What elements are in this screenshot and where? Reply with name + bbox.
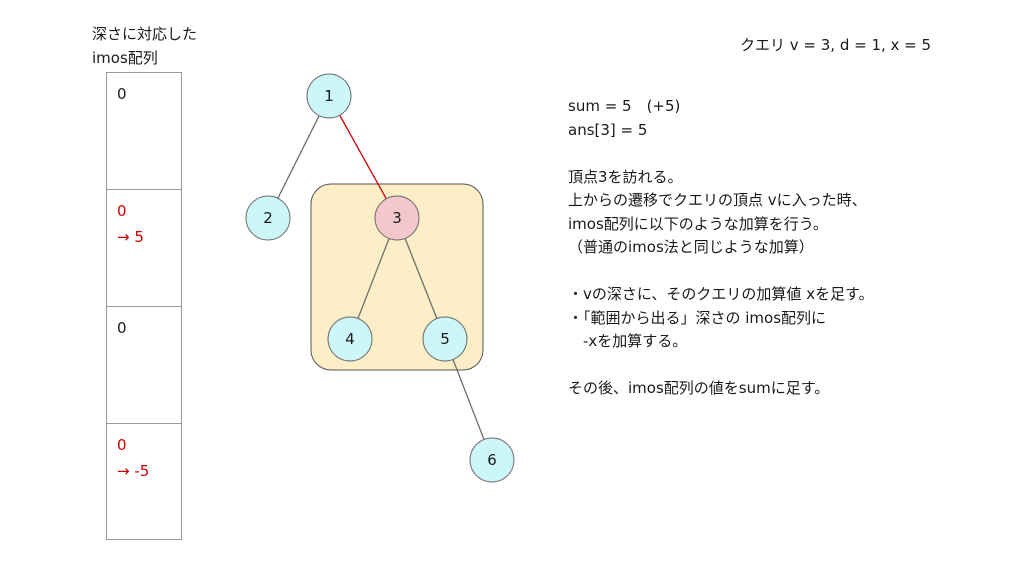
explanation-line: imos配列に以下のような加算を行う。 bbox=[568, 214, 828, 233]
explanation-line: ans[3] = 5 bbox=[568, 120, 648, 139]
explanation-line: （普通のimos法と同じような加算） bbox=[568, 238, 814, 256]
tree-node-1: 1 bbox=[306, 73, 352, 119]
explanation-block: sum = 5 (+5) ans[3] = 5 頂点3を訪れる。 上からの遷移で… bbox=[568, 95, 874, 401]
imos-cell-depth-0: 0 bbox=[107, 73, 181, 190]
tree-node-6: 6 bbox=[469, 437, 515, 483]
explanation-line: 上からの遷移でクエリの頂点 vに入った時、 bbox=[568, 191, 867, 209]
tree-edge-1-2 bbox=[267, 95, 330, 219]
tree-node-circle bbox=[469, 437, 515, 483]
imos-array-label: 深さに対応した imos配列 bbox=[92, 22, 197, 70]
tree-node-label: 1 bbox=[324, 87, 334, 105]
tree-node-circle bbox=[327, 316, 373, 362]
imos-cell-depth-2: 0 bbox=[107, 307, 181, 424]
tree-node-3: 3 bbox=[374, 195, 420, 241]
explanation-line bbox=[568, 260, 874, 284]
imos-cell-new-value: → 5 bbox=[117, 228, 144, 246]
imos-cell-depth-1: 0 → 5 bbox=[107, 190, 181, 307]
tree-node-circle bbox=[306, 73, 352, 119]
tree-node-4: 4 bbox=[327, 316, 373, 362]
tree-node-label: 4 bbox=[345, 330, 355, 348]
tree-node-5: 5 bbox=[422, 316, 468, 362]
tree-nodes: 1 2 3 4 5 6 bbox=[245, 73, 515, 483]
imos-cell-value: 0 bbox=[117, 202, 127, 220]
imos-cell-value: 0 bbox=[117, 436, 127, 454]
explanation-line bbox=[568, 354, 874, 378]
tree-node-2: 2 bbox=[245, 195, 291, 241]
tree-node-label: 6 bbox=[487, 451, 497, 469]
explanation-line: ・「範囲から出る」深さの imos配列に bbox=[568, 308, 827, 327]
explanation-line bbox=[568, 142, 874, 166]
tree-node-circle bbox=[422, 316, 468, 362]
explanation-line: sum = 5 (+5) bbox=[568, 97, 681, 115]
imos-cell-value: 0 bbox=[117, 319, 127, 337]
explanation-line: -xを加算する。 bbox=[568, 332, 688, 350]
tree-node-label: 3 bbox=[392, 209, 402, 227]
explanation-line: 頂点3を訪れる。 bbox=[568, 167, 683, 186]
tree-node-circle bbox=[374, 195, 420, 241]
tree-edge-1-3 bbox=[328, 95, 398, 219]
tree-node-label: 5 bbox=[440, 330, 450, 348]
tree-node-label: 2 bbox=[263, 209, 273, 227]
imos-array-label-line2: imos配列 bbox=[92, 49, 158, 67]
tree-node-circle bbox=[245, 195, 291, 241]
imos-array: 0 0 → 5 0 0 → -5 bbox=[106, 72, 182, 540]
imos-cell-value: 0 bbox=[117, 85, 127, 103]
imos-array-label-line1: 深さに対応した bbox=[92, 25, 198, 43]
explanation-line: その後、imos配列の値をsumに足す。 bbox=[568, 379, 830, 397]
explanation-line: ・vの深さに、そのクエリの加算値 xを足す。 bbox=[568, 285, 874, 303]
imos-cell-depth-3: 0 → -5 bbox=[107, 424, 181, 541]
query-text: クエリ v = 3, d = 1, x = 5 bbox=[740, 36, 932, 54]
imos-cell-new-value: → -5 bbox=[117, 462, 150, 480]
